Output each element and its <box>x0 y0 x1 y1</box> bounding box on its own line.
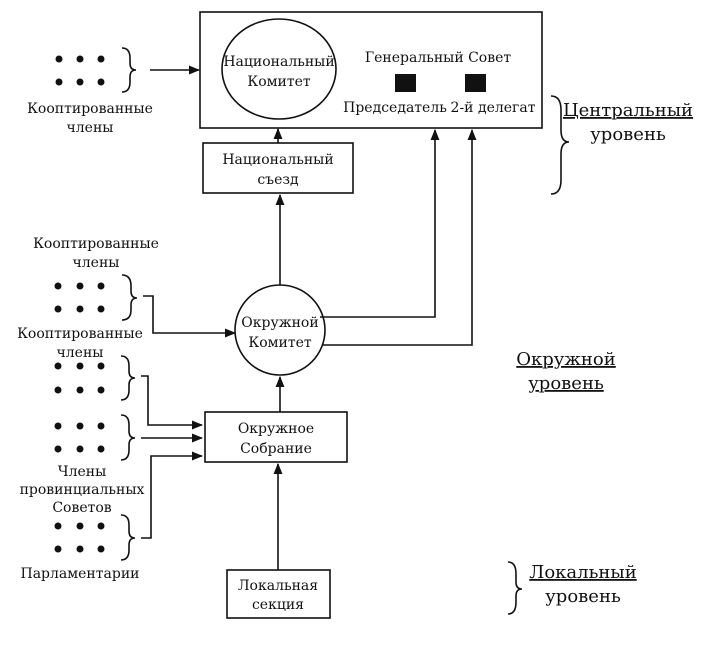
district-to-chairman-arrow <box>320 128 440 318</box>
coopted-district2-arrow <box>141 375 204 430</box>
local-level-label-line1: Локальный <box>529 562 636 583</box>
coopted-district2-dots <box>54 362 105 394</box>
provincial-members-label-line2: провинциальных <box>20 482 145 498</box>
second-delegate-label: 2-й делегат <box>451 100 536 116</box>
parliamentarians-brace <box>120 514 136 561</box>
district-to-delegate-arrow <box>322 128 477 346</box>
district-assembly-line1: Окружное <box>238 421 314 437</box>
national-committee-line2: Комитет <box>247 74 311 90</box>
coopted-district2-label-line1: Кооптированные <box>17 326 143 342</box>
national-congress-line2: съезд <box>257 172 299 188</box>
coopted-district1-arrow <box>143 295 237 338</box>
general-council-label: Генеральный Совет <box>365 50 512 66</box>
coopted-district1-label-line1: Кооптированные <box>33 236 159 252</box>
district-level-label-line1: Окружной <box>516 349 616 370</box>
national-committee-ellipse <box>221 18 337 120</box>
provincial-members-brace <box>120 414 136 461</box>
parliamentarians-arrow <box>141 451 204 539</box>
provincial-members-dots <box>54 422 105 453</box>
parliamentarians-dots <box>54 522 105 553</box>
provincial-members-label-line1: Члены <box>58 464 106 480</box>
coopted-district2-label-line2: члены <box>57 345 104 361</box>
central-level-label-line2: уровень <box>590 124 666 145</box>
chairman-label: Председатель <box>343 100 447 116</box>
coopted-district1-label-line2: члены <box>73 255 120 271</box>
local-level-label-line2: уровень <box>545 586 621 607</box>
district-committee-line2: Комитет <box>248 335 312 351</box>
central-level-label-line1: Центральный <box>563 100 693 121</box>
local-section-box <box>226 569 331 619</box>
district-assembly-box <box>204 411 348 463</box>
central-level-brace <box>550 95 570 195</box>
district-assembly-line2: Собрание <box>240 441 312 457</box>
local-section-line2: секция <box>252 597 304 613</box>
district-level-label-line2: уровень <box>528 373 604 394</box>
chairman-square <box>395 74 416 92</box>
parliamentarians-label: Парламентарии <box>21 566 140 582</box>
coopted-district2-brace <box>120 355 136 401</box>
delegate-square <box>465 74 486 92</box>
coopted-top-brace <box>121 47 137 93</box>
national-congress-box <box>202 142 354 194</box>
national-committee-line1: Национальный <box>223 54 334 70</box>
local-level-brace <box>507 561 523 615</box>
national-congress-line1: Национальный <box>222 152 333 168</box>
coopted-top-label-line1: Кооптированные <box>27 101 153 117</box>
provincial-members-label-line3: Советов <box>52 500 111 516</box>
coopted-top-label-line2: члены <box>67 120 114 136</box>
district-committee-line1: Окружной <box>241 315 318 331</box>
coopted-top-dots <box>55 55 105 86</box>
coopted-district1-dots <box>54 282 105 313</box>
local-section-line1: Локальная <box>238 578 318 594</box>
coopted-district1-brace <box>121 274 138 321</box>
